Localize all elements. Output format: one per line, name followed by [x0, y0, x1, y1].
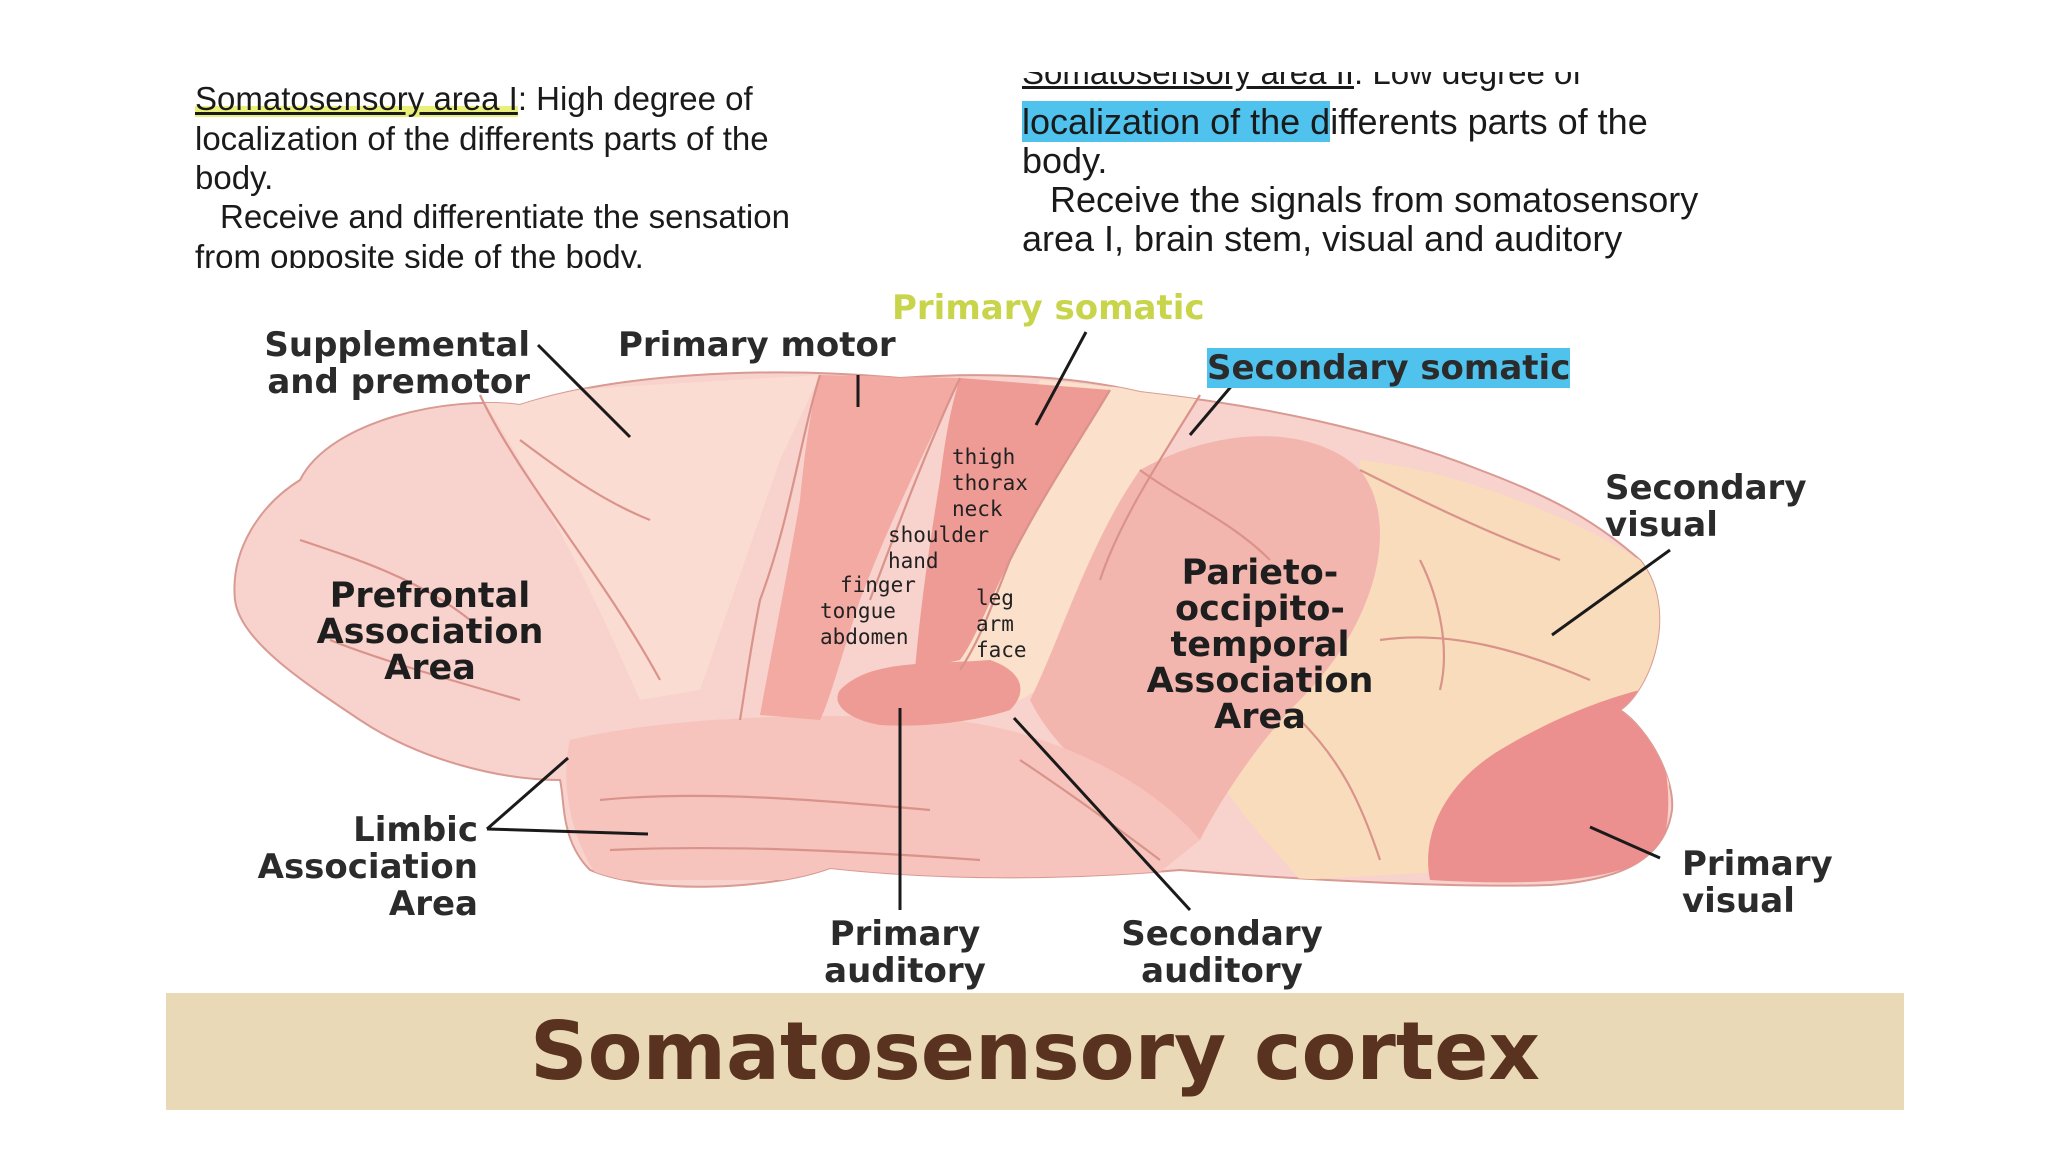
body-part-abdomen: abdomen — [820, 625, 909, 649]
label-secondary-somatic: Secondary somatic — [1207, 348, 1571, 388]
area-2-line-3: body. — [1022, 140, 1108, 181]
label-primary-visual-line-1: Primary — [1682, 844, 1833, 884]
somatic-motor-bend — [837, 660, 1021, 726]
somatosensory-area-1-heading: Somatosensory area I: High degree of — [195, 80, 753, 118]
slide-title: Somatosensory cortex — [530, 1005, 1540, 1098]
pointer-lines — [486, 331, 1671, 912]
label-primary-visual: Primary visual — [1682, 846, 1833, 920]
primary-somatic-strip — [915, 378, 1110, 670]
label-secondary-visual: Secondary visual — [1605, 470, 1806, 544]
area-1-line-5: from opposite side of the body. — [195, 238, 644, 268]
area-1-line-3: body. — [195, 159, 274, 196]
label-parieto-line-5: Area — [1214, 697, 1306, 737]
body-part-arm: arm — [976, 612, 1014, 636]
area-2-line-2-highlight: localization of the d — [1022, 101, 1331, 142]
label-secondary-auditory: Secondary auditory — [1072, 916, 1372, 990]
body-part-finger: finger — [840, 573, 916, 597]
label-parieto-line-2: occipito- — [1175, 589, 1345, 629]
label-secondary-somatic-text: Secondary somatic — [1207, 348, 1571, 388]
label-prefrontal-line-1: Prefrontal — [329, 576, 531, 616]
temporal-lobe — [566, 716, 1200, 880]
body-part-thorax: thorax — [952, 471, 1028, 495]
label-prefrontal-line-3: Area — [384, 648, 476, 688]
label-primary-auditory: Primary auditory — [760, 916, 1050, 990]
label-parieto-line-1: Parieto- — [1181, 553, 1339, 593]
somatosensory-area-2-heading-rest: : Low degree of — [1354, 72, 1582, 91]
label-primary-auditory-line-1: Primary — [829, 914, 981, 954]
area-2-line-2-rest: ifferents parts of the — [1330, 101, 1648, 142]
label-parieto-occipito-temporal-area: Parieto- occipito- temporal Association … — [1080, 555, 1440, 735]
area-1-line-2: localization of the differents parts of … — [195, 120, 769, 157]
body-part-face: face — [976, 638, 1027, 662]
label-limbic-line-2: Association — [257, 847, 478, 887]
label-primary-somatic: Primary somatic — [892, 288, 1205, 328]
body-part-hand: hand — [888, 549, 939, 573]
gyri-lines — [299, 374, 1591, 862]
area-2-line-4: Receive the signals from somatosensory — [1050, 179, 1699, 220]
label-prefrontal-line-2: Association — [316, 612, 544, 652]
label-parieto-line-3: temporal — [1170, 625, 1350, 665]
body-part-thigh: thigh — [952, 445, 1016, 469]
label-limbic-association-area: Limbic Association Area — [160, 812, 478, 923]
label-limbic-line-3: Area — [388, 884, 478, 924]
body-part-leg: leg — [976, 586, 1014, 610]
area-1-line-4: Receive and differentiate the sensation — [220, 198, 790, 235]
secondary-somatic-region — [943, 380, 1200, 720]
label-secondary-auditory-line-2: auditory — [1141, 951, 1303, 991]
somatosensory-area-1-term: Somatosensory area I — [195, 80, 518, 117]
title-band: Somatosensory cortex — [166, 993, 1904, 1110]
label-parieto-line-4: Association — [1146, 661, 1374, 701]
label-secondary-visual-line-1: Secondary — [1605, 468, 1807, 508]
somatosensory-area-1-heading-rest: : High degree of — [517, 80, 753, 117]
primary-motor-strip — [760, 375, 960, 720]
label-primary-motor: Primary motor — [618, 325, 896, 365]
label-supplemental-premotor: Supplemental and premotor — [170, 327, 530, 401]
label-supplemental-line-1: Supplemental — [264, 325, 530, 365]
label-primary-auditory-line-2: auditory — [824, 951, 986, 991]
body-part-neck: neck — [952, 497, 1003, 521]
area-2-line-2: localization of the differents parts of … — [1022, 101, 1648, 142]
somatosensory-area-2-heading: Somatosensory area II: Low degree of — [1022, 72, 1582, 96]
somatosensory-area-2-term: Somatosensory area II — [1022, 72, 1354, 91]
body-part-shoulder: shoulder — [888, 523, 990, 547]
label-secondary-auditory-line-1: Secondary — [1121, 914, 1323, 954]
label-primary-visual-line-2: visual — [1682, 881, 1795, 921]
label-supplemental-line-2: and premotor — [267, 362, 530, 402]
body-part-tongue: tongue — [820, 599, 896, 623]
label-prefrontal-association-area: Prefrontal Association Area — [250, 578, 610, 686]
area-2-line-5: area I, brain stem, visual and auditory — [1022, 218, 1623, 259]
label-limbic-line-1: Limbic — [353, 810, 478, 850]
label-secondary-visual-line-2: visual — [1605, 505, 1718, 545]
supplemental-premotor-region — [480, 375, 820, 700]
